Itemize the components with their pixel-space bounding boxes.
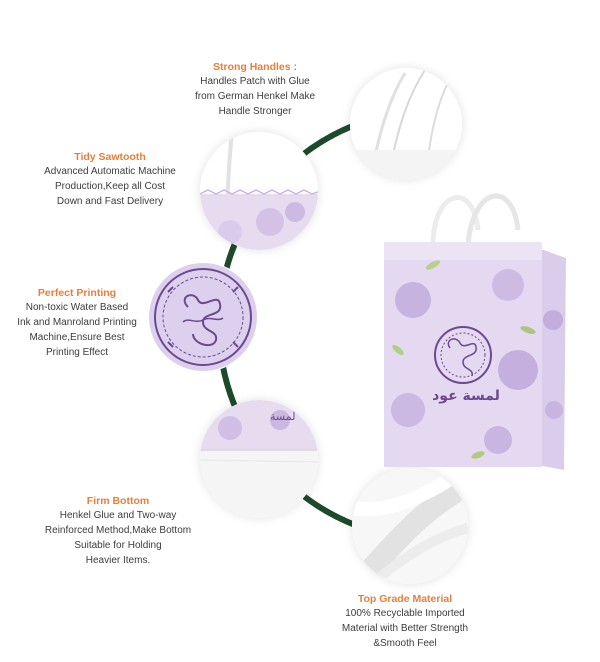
feature-title: Top Grade Material xyxy=(357,593,453,605)
feature-line: Down and Fast Delivery xyxy=(56,196,164,207)
feature-strong-handles: Strong Handles : Handles Patch with Glue… xyxy=(180,60,330,119)
svg-text:لمسة: لمسة xyxy=(270,410,295,423)
feature-line: Production,Keep all Cost xyxy=(54,181,166,192)
feature-top-grade-material: Top Grade Material 100% Recyclable Impor… xyxy=(330,592,480,651)
bag-brand-text: لمسة عود xyxy=(432,388,500,404)
feature-line: Suitable for Holding xyxy=(74,540,162,551)
feature-line: &Smooth Feel xyxy=(373,638,437,649)
feature-line: Ink and Manroland Printing xyxy=(17,317,137,328)
feature-line: Henkel Glue and Two-way xyxy=(59,510,177,521)
paper-closeup-image xyxy=(352,468,468,584)
feature-tidy-sawtooth: Tidy Sawtooth Advanced Automatic Machine… xyxy=(30,150,190,209)
logo-emblem-image xyxy=(148,262,258,372)
feature-line: Machine,Ensure Best xyxy=(29,332,125,343)
feature-title: Perfect Printing xyxy=(37,287,117,299)
feature-line: Non-toxic Water Based xyxy=(25,302,129,313)
handle-closeup-image xyxy=(350,68,462,180)
feature-line: Heavier Items. xyxy=(85,555,151,566)
feature-line: Material with Better Strength xyxy=(341,623,469,634)
feature-perfect-printing: Perfect Printing Non-toxic Water Based I… xyxy=(0,286,154,360)
feature-line: 100% Recyclable Imported xyxy=(345,608,465,619)
feature-line: Advanced Automatic Machine xyxy=(44,166,176,177)
feature-line: Handle Stronger xyxy=(218,106,292,117)
bottom-closeup-image: لمسة xyxy=(200,400,318,518)
sawtooth-closeup-image xyxy=(200,132,318,250)
feature-line: Handles Patch with Glue xyxy=(200,76,310,87)
feature-line: Printing Effect xyxy=(45,347,109,358)
feature-firm-bottom: Firm Bottom Henkel Glue and Two-way Rein… xyxy=(36,494,200,568)
feature-line: Reinforced Method,Make Bottom xyxy=(44,525,192,536)
feature-title: Strong Handles : xyxy=(212,61,297,73)
feature-title: Firm Bottom xyxy=(86,495,150,507)
product-bag-image: لمسة عود xyxy=(378,170,568,480)
feature-title: Tidy Sawtooth xyxy=(74,151,146,163)
feature-line: from German Henkel Make xyxy=(194,91,316,102)
